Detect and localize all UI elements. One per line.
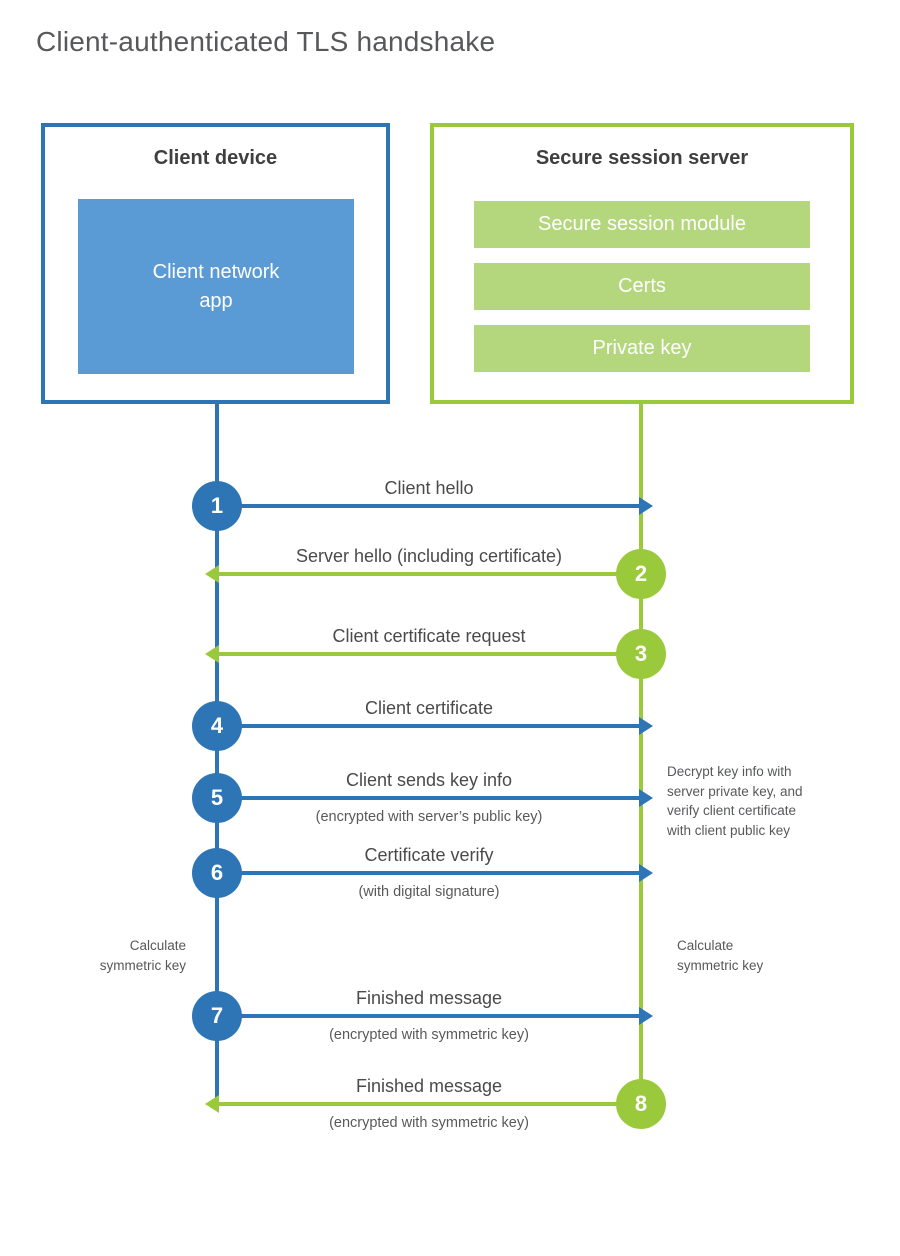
arrow-right-icon <box>217 1007 653 1025</box>
server-title: Secure session server <box>535 147 749 169</box>
step-circle: 8 <box>616 1079 666 1129</box>
client-device-box: Client device Client network app <box>41 123 390 404</box>
calculate-symmetric-key-note-client: Calculate symmetric key <box>99 938 186 973</box>
arrow-right-icon <box>217 864 653 882</box>
message-label: Finished message <box>355 1076 503 1096</box>
arrow-left-icon <box>205 1095 641 1113</box>
arrow-right-icon <box>217 717 653 735</box>
message-sublabel: (encrypted with server’s public key) <box>315 809 543 825</box>
message-sublabel: (encrypted with symmetric key) <box>329 1115 529 1131</box>
message-sublabel: (with digital signature) <box>358 884 500 900</box>
step-circle: 4 <box>192 701 242 751</box>
calculate-symmetric-key-note-server: Calculate symmetric key <box>677 938 764 973</box>
page-title: Client-authenticated TLS handshake <box>36 26 496 57</box>
arrow-right-icon <box>217 789 653 807</box>
server-lifeline <box>639 404 643 1106</box>
arrow-left-icon <box>205 645 641 663</box>
message-label: Client certificate request <box>332 626 526 646</box>
client-lifeline <box>215 404 219 1106</box>
certs-bar: Certs <box>474 263 810 310</box>
step-circle: 2 <box>616 549 666 599</box>
client-device-title: Client device <box>153 147 278 169</box>
decrypt-key-note: Decrypt key info with server private key… <box>667 764 803 838</box>
arrow-right-icon <box>217 497 653 515</box>
step-circle: 6 <box>192 848 242 898</box>
message-label: Client sends key info <box>345 770 513 790</box>
message-label: Finished message <box>355 988 503 1008</box>
server-module-bar: Secure session module <box>474 201 810 248</box>
step-circle: 7 <box>192 991 242 1041</box>
step-circle: 1 <box>192 481 242 531</box>
message-label: Certificate verify <box>364 845 494 865</box>
arrow-left-icon <box>205 565 641 583</box>
message-label: Client certificate <box>364 698 494 718</box>
server-box: Secure session server Secure session mod… <box>430 123 854 404</box>
private-key-bar: Private key <box>474 325 810 372</box>
message-label: Client hello <box>384 478 474 498</box>
step-circle: 3 <box>616 629 666 679</box>
message-label: Server hello (including certificate) <box>295 546 563 566</box>
message-sublabel: (encrypted with symmetric key) <box>329 1027 529 1043</box>
client-network-app-box: Client network app <box>78 199 354 374</box>
step-circle: 5 <box>192 773 242 823</box>
